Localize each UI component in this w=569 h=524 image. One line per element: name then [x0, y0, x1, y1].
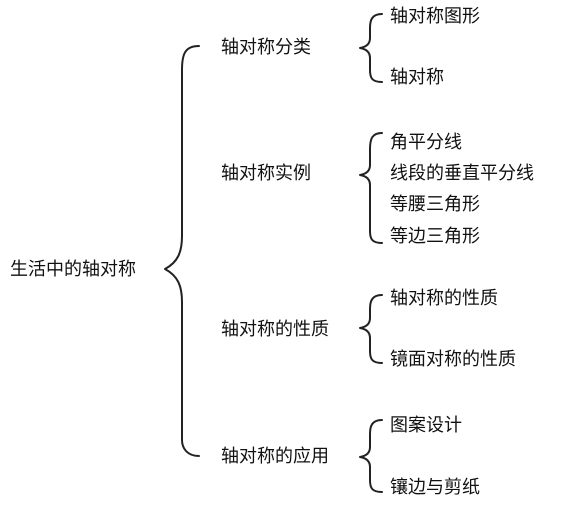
branch-brace-3	[359, 294, 383, 364]
branch-brace-4	[359, 419, 383, 493]
branch-label-examples: 轴对称实例	[221, 163, 311, 184]
branch-label-properties: 轴对称的性质	[221, 319, 329, 340]
leaf-border-and-paper-cutting: 镶边与剪纸	[390, 477, 480, 498]
root-brace	[164, 45, 200, 457]
branch-label-applications: 轴对称的应用	[221, 446, 329, 467]
branch-brace-2	[359, 132, 383, 244]
leaf-axial-symmetry-properties: 轴对称的性质	[390, 288, 498, 309]
leaf-perpendicular-bisector: 线段的垂直平分线	[390, 163, 534, 184]
leaf-equilateral-triangle: 等边三角形	[390, 226, 480, 247]
leaf-axial-symmetry: 轴对称	[390, 67, 444, 88]
branch-label-classification: 轴对称分类	[221, 37, 311, 58]
leaf-pattern-design: 图案设计	[390, 415, 462, 436]
branch-brace-1	[359, 13, 383, 83]
leaf-axisymmetric-figure: 轴对称图形	[390, 6, 480, 27]
leaf-mirror-symmetry-properties: 镜面对称的性质	[390, 349, 516, 370]
leaf-angle-bisector: 角平分线	[390, 132, 462, 153]
root-label: 生活中的轴对称	[10, 259, 136, 280]
leaf-isosceles-triangle: 等腰三角形	[390, 194, 480, 215]
